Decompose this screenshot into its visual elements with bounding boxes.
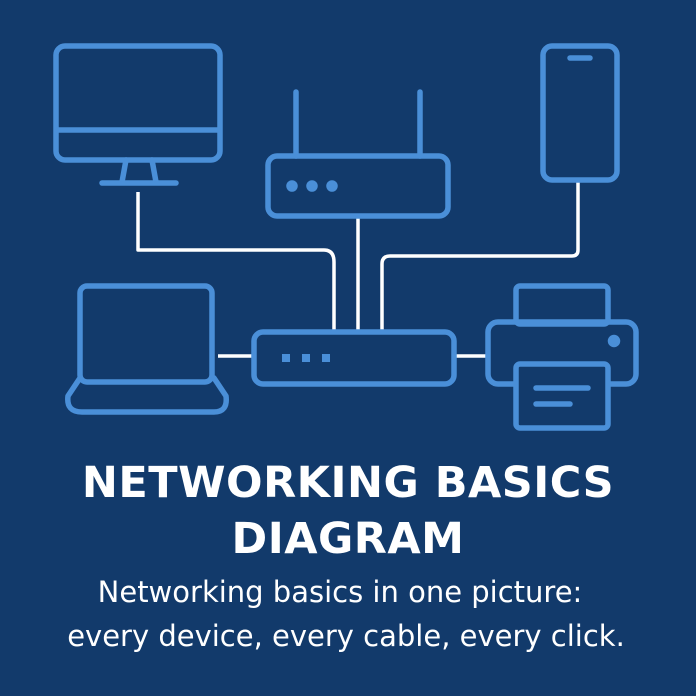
printer-icon — [485, 283, 639, 431]
diagram-title-line2: DIAGRAM — [231, 514, 465, 564]
switch-icon — [251, 329, 457, 387]
cable-phone-switch — [380, 182, 580, 332]
laptop-icon — [65, 283, 229, 415]
monitor-icon — [53, 43, 223, 186]
diagram-subtitle-line2: every device, every cable, every click. — [67, 619, 625, 653]
smartphone-icon — [540, 43, 620, 183]
diagram-title-line1: NETWORKING BASICS — [81, 458, 615, 508]
cables — [136, 182, 580, 358]
diagram-subtitle-line1: Networking basics in one picture: — [97, 575, 583, 609]
router-icon — [265, 89, 451, 219]
cable-monitor-switch — [136, 192, 336, 332]
